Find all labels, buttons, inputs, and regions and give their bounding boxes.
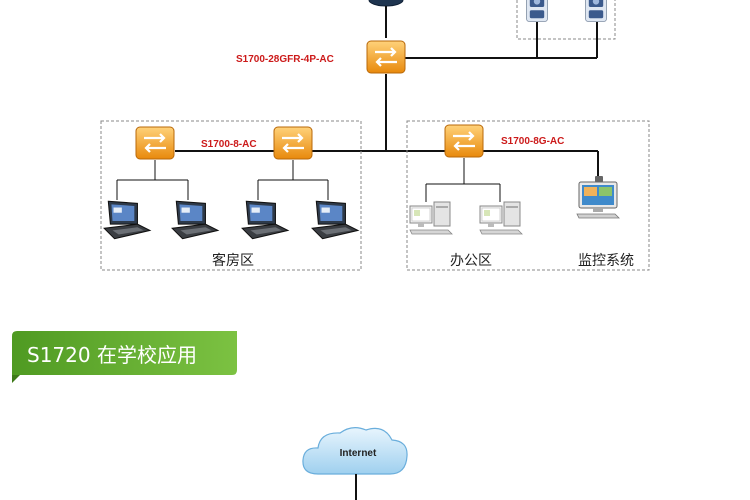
guest-zone-label: 客房区 <box>212 253 254 269</box>
server-icon-1 <box>526 0 548 22</box>
guest-switch-label: S1700-8-AC <box>201 139 257 150</box>
server-area-border <box>516 0 616 40</box>
office-zone-box <box>406 120 650 271</box>
office-switch-label: S1700-8G-AC <box>501 136 565 147</box>
core-switch-icon <box>366 40 406 74</box>
server-icon-2 <box>585 0 607 22</box>
guest-zone-box <box>100 120 362 271</box>
office-switch-icon <box>444 124 484 158</box>
laptop-icon-4 <box>311 200 359 240</box>
laptop-icon-3 <box>241 200 289 240</box>
router-icon <box>368 0 404 7</box>
guest-switch-icon-2 <box>273 126 313 160</box>
monitoring-zone-label: 监控系统 <box>578 253 634 269</box>
internet-cloud-icon <box>302 427 408 475</box>
section-banner <box>12 331 237 375</box>
desktop-icon-1 <box>409 201 453 235</box>
section-title: S1720 在学校应用 <box>27 343 197 367</box>
laptop-icon-1 <box>103 200 151 240</box>
desktop-icon-2 <box>479 201 523 235</box>
guest-switch-icon-1 <box>135 126 175 160</box>
office-zone-label: 办公区 <box>450 253 492 269</box>
internet-label: Internet <box>339 448 377 459</box>
monitoring-workstation-icon <box>576 176 620 219</box>
core-switch-label: S1700-28GFR-4P-AC <box>236 54 334 65</box>
laptop-icon-2 <box>171 200 219 240</box>
